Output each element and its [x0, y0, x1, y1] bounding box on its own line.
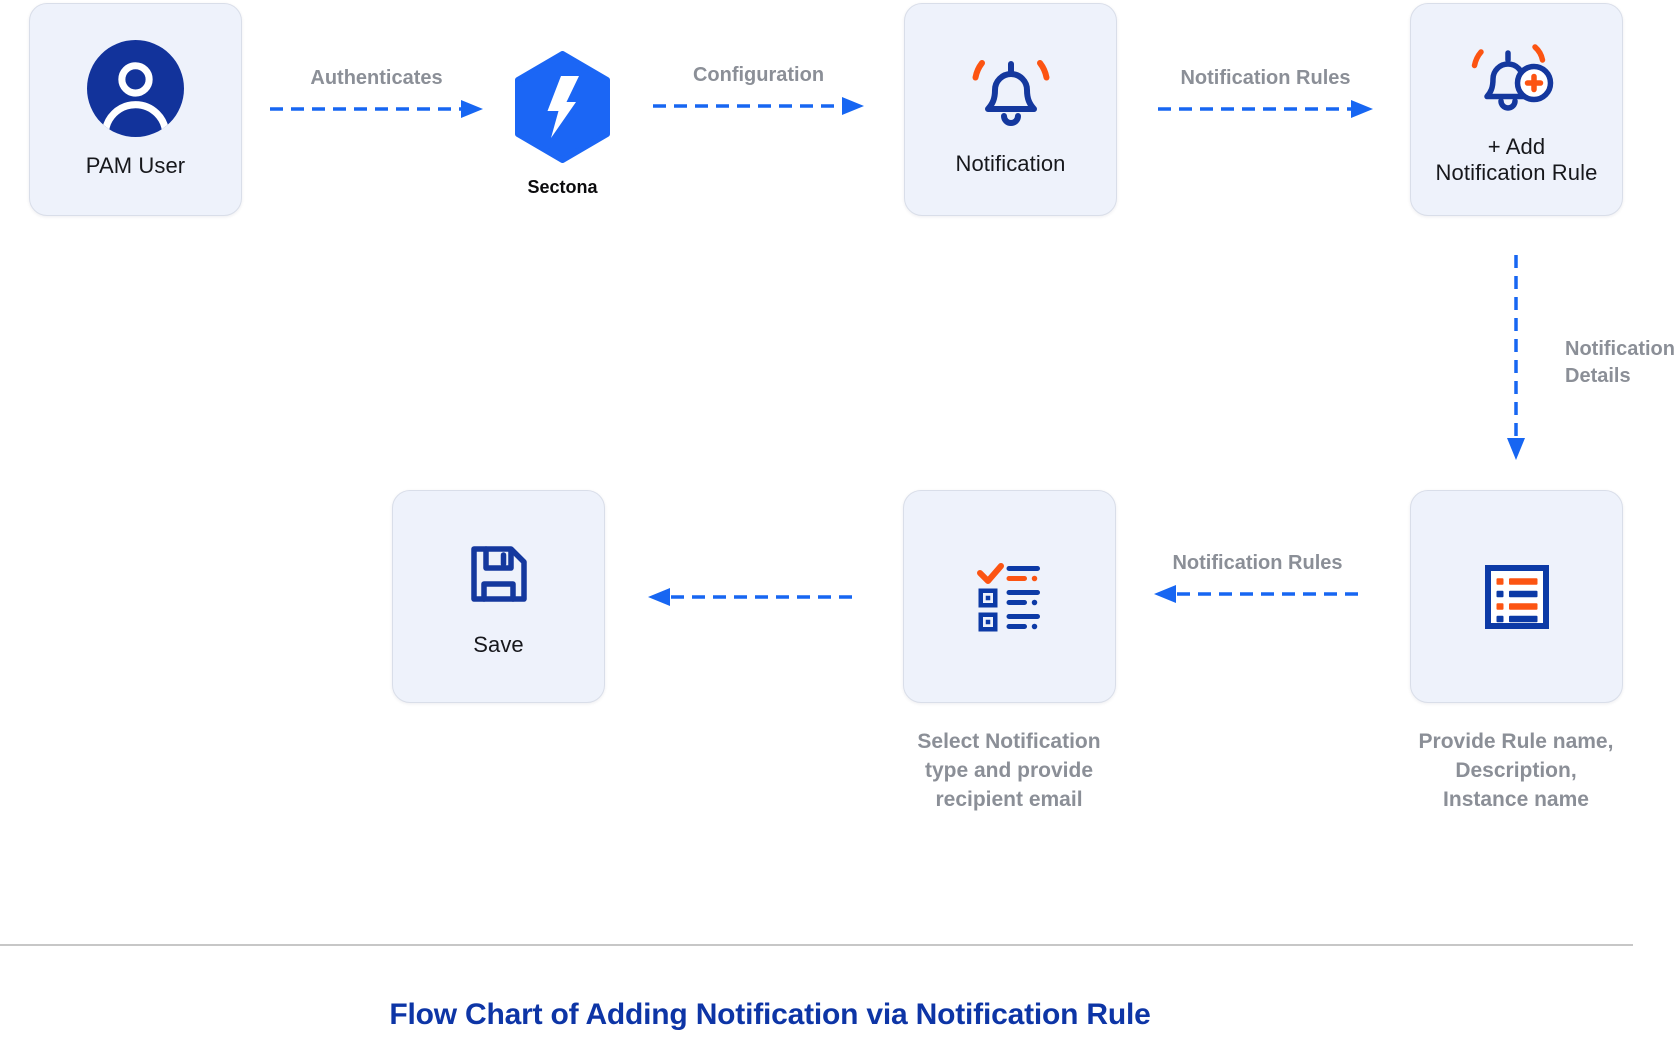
pam-user-card: PAM User: [29, 3, 242, 216]
notification-details-label: Notification Details: [1565, 338, 1675, 387]
arrow-notification-rules-top: Notification Rules: [1157, 67, 1374, 122]
bell-icon: [972, 59, 1049, 126]
arrow-authenticates: Authenticates: [269, 67, 484, 122]
notification-rules-top-label: Notification Rules: [1180, 67, 1351, 89]
dashed-arrow-right-icon: [653, 97, 864, 115]
dashed-arrow-right-icon: [270, 100, 483, 118]
sectona-logo: Sectona: [514, 51, 611, 198]
dashed-arrow-right-icon: [1158, 100, 1373, 118]
provide-rule-caption: Provide Rule name, Description, Instance…: [1418, 730, 1614, 811]
provide-rule-card: [1410, 490, 1623, 703]
arrow-notification-rules-mid: Notification Rules: [1153, 552, 1362, 607]
user-icon: [87, 40, 184, 137]
add-notification-rule-label: + Add Notification Rule: [1435, 133, 1598, 185]
hexagon-lightning-icon: [515, 51, 610, 163]
list-icon: [1484, 564, 1549, 629]
arrow-to-save: [648, 588, 856, 606]
pam-user-label: PAM User: [85, 153, 186, 178]
add-notification-rule-card: + Add Notification Rule: [1410, 3, 1623, 216]
flow-chart-title: Flow Chart of Adding Notification via No…: [389, 998, 1151, 1031]
select-type-card: [903, 490, 1116, 703]
save-label: Save: [473, 631, 524, 657]
select-type-caption: Select Notification type and provide rec…: [917, 730, 1101, 811]
checklist-icon: [976, 562, 1040, 631]
configuration-label: Configuration: [692, 64, 825, 86]
arrow-notification-details: [1507, 255, 1525, 460]
dashed-arrow-left-icon: [1154, 585, 1361, 603]
notification-label: Notification: [955, 150, 1066, 176]
notification-card: Notification: [904, 3, 1117, 216]
sectona-label: Sectona: [527, 177, 598, 197]
authenticates-label: Authenticates: [310, 67, 443, 89]
notification-rules-mid-label: Notification Rules: [1172, 552, 1343, 574]
bell-plus-icon: [1471, 43, 1553, 111]
footer-divider: [0, 944, 1633, 946]
floppy-disk-icon: [470, 545, 527, 602]
save-card: Save: [392, 490, 605, 703]
arrow-configuration: Configuration: [652, 64, 865, 119]
